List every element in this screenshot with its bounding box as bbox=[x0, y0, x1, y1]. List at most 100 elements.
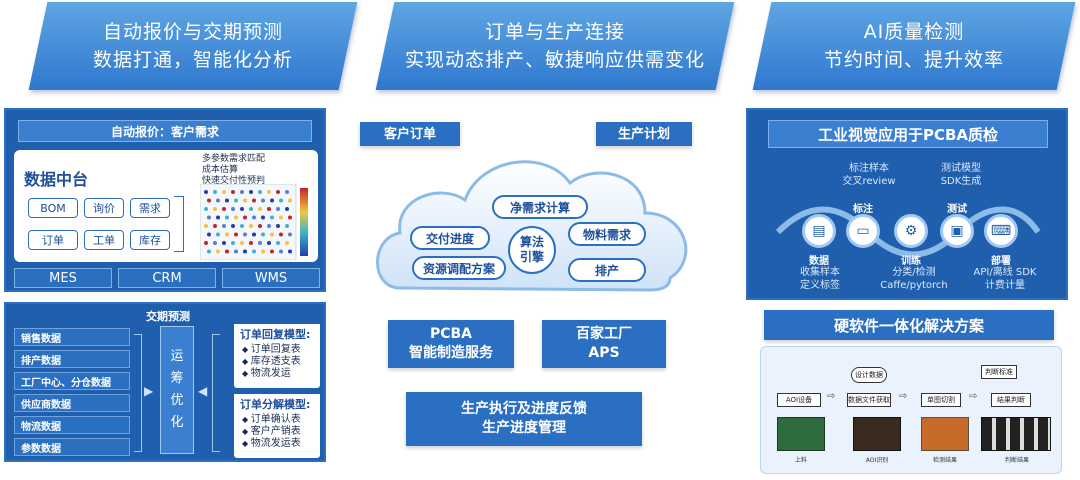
production-plan-label: 生产计划 bbox=[596, 122, 692, 146]
heatmap-dot bbox=[249, 224, 253, 228]
heatmap-dot bbox=[276, 241, 280, 245]
heatmap-dot bbox=[243, 232, 247, 237]
heatmap-dot bbox=[267, 241, 271, 245]
desc-line: Caffe/pytorch bbox=[880, 280, 948, 291]
desc-line: 计费计量 bbox=[985, 280, 1025, 291]
heatmap-dot bbox=[258, 224, 262, 228]
optimize-char: 化 bbox=[170, 415, 184, 430]
banner-order: 订单与生产连接 实现动态排产、敏捷响应供需变化 bbox=[375, 2, 735, 90]
heatmap-dot bbox=[285, 224, 289, 228]
cloud-item-net-demand: 净需求计算 bbox=[492, 195, 588, 219]
heatmap-dot bbox=[285, 190, 289, 194]
heatmap-dot bbox=[267, 224, 271, 228]
algorithm-engine: 算法 引擎 bbox=[508, 226, 556, 274]
desc-line: 标注样本 bbox=[849, 163, 889, 174]
data-item: 排产数据 bbox=[14, 350, 130, 368]
heatmap-dot bbox=[267, 207, 271, 211]
pcba-line: 智能制造服务 bbox=[409, 345, 493, 361]
optimize-char: 优 bbox=[170, 393, 184, 408]
optimize-char: 筹 bbox=[170, 371, 184, 386]
heatmap-dot bbox=[204, 241, 208, 245]
right-bracket bbox=[212, 334, 220, 452]
system-crm: CRM bbox=[118, 268, 216, 288]
file-icon: ▤ bbox=[802, 214, 836, 248]
data-item: 物流数据 bbox=[14, 416, 130, 434]
heatmap-dot bbox=[222, 241, 226, 245]
vision-title: 工业视觉应用于PCBA质检 bbox=[768, 120, 1048, 148]
exec-line: 生产执行及进度反馈 bbox=[461, 401, 587, 417]
arrow-right-icon: ⇨ bbox=[969, 391, 978, 402]
chip-order: 订单 bbox=[28, 230, 78, 250]
arrow-right-icon: ▶ bbox=[144, 384, 154, 398]
step-annotate: 标注 bbox=[853, 204, 873, 215]
heatmap-dot bbox=[240, 190, 244, 194]
step-desc-test: 测试模型 SDK生成 bbox=[926, 162, 996, 188]
banner-title: AI质量检测 bbox=[863, 21, 965, 43]
aps-line: APS bbox=[588, 345, 620, 361]
heatmap-dot bbox=[249, 207, 253, 211]
desc-line: 分类/检测 bbox=[892, 267, 936, 278]
cloud-item-material: 物料需求 bbox=[568, 222, 646, 246]
chip-inquiry: 询价 bbox=[84, 198, 124, 218]
heatmap-dot bbox=[249, 241, 253, 245]
heatmap-dot bbox=[231, 224, 235, 228]
heatmap-dot bbox=[258, 207, 262, 211]
model-item: 物流发运表 bbox=[242, 438, 320, 450]
pcb-image bbox=[981, 417, 1051, 451]
pcba-line: PCBA bbox=[429, 326, 473, 342]
heatmap-dot bbox=[225, 198, 229, 203]
heatmap-dot bbox=[252, 198, 256, 203]
reply-model-box: 订单回复模型: 订单回复表 库存透支表 物流发运 bbox=[234, 324, 320, 388]
platform-title: 数据中台 bbox=[24, 170, 89, 189]
flow-file: 数据文件获取 bbox=[847, 393, 891, 407]
banner-subtitle: 节约时间、提升效率 bbox=[823, 49, 1004, 71]
heatmap-dot bbox=[252, 232, 256, 237]
pcb-image bbox=[921, 417, 969, 451]
heatmap-dot bbox=[204, 207, 208, 211]
system-mes: MES bbox=[14, 268, 112, 288]
production-execution: 生产执行及进度反馈 生产进度管理 bbox=[406, 392, 642, 446]
heatmap-dot bbox=[240, 241, 244, 245]
pcb-label: AOI识别 bbox=[865, 457, 889, 464]
heatmap-dot bbox=[288, 249, 292, 254]
heatmap-dot bbox=[207, 249, 211, 254]
heatmap-dot bbox=[258, 190, 262, 194]
heatmap-dot bbox=[207, 215, 211, 220]
heatmap-dot bbox=[270, 232, 274, 237]
desc-line: 收集样本 bbox=[800, 267, 840, 278]
bracket bbox=[174, 196, 184, 252]
customer-order-label: 客户订单 bbox=[360, 122, 460, 146]
flow-cut: 单图切割 bbox=[921, 393, 961, 407]
laptop-icon: ⌨ bbox=[984, 214, 1018, 248]
chip-bom: BOM bbox=[28, 198, 78, 218]
bullet-list: 多参数需求匹配 成本估算 快速交付性预判 bbox=[202, 154, 265, 187]
banner-subtitle: 实现动态排产、敏捷响应供需变化 bbox=[404, 49, 705, 71]
optimize-char: 运 bbox=[170, 349, 184, 364]
banner-title: 自动报价与交期预测 bbox=[102, 21, 283, 43]
step-desc-annotate: 标注样本 交叉review bbox=[834, 162, 904, 188]
heatmap-dot bbox=[213, 241, 217, 245]
chip-workorder: 工单 bbox=[84, 230, 124, 250]
system-wms: WMS bbox=[222, 268, 320, 288]
pcba-service: PCBA 智能制造服务 bbox=[388, 320, 514, 368]
arrow-right-icon: ⇨ bbox=[827, 391, 836, 402]
quote-panel: 自动报价：客户需求 数据中台 BOM 询价 需求 订单 工单 库存 多参数需求匹… bbox=[4, 108, 326, 292]
arrow-right-icon: ⇨ bbox=[899, 391, 908, 402]
quote-title: 自动报价：客户需求 bbox=[18, 120, 312, 142]
pcb-image bbox=[777, 417, 825, 451]
flow-standard: 判断标准 bbox=[981, 365, 1017, 379]
pipeline-line bbox=[775, 206, 1041, 258]
heatmap-dot bbox=[279, 249, 283, 254]
heatmap-dot bbox=[261, 198, 265, 203]
heatmap-dot bbox=[240, 224, 244, 228]
heatmap-dot bbox=[204, 190, 208, 194]
step-train: 训练 bbox=[901, 256, 921, 267]
factory-aps: 百家工厂 APS bbox=[542, 320, 666, 368]
split-model-title: 订单分解模型: bbox=[234, 394, 320, 414]
desc-line: SDK生成 bbox=[940, 176, 982, 187]
heatmap-dot bbox=[288, 198, 292, 203]
data-item: 销售数据 bbox=[14, 328, 130, 346]
model-item: 订单确认表 bbox=[242, 414, 320, 426]
bullet-item: 成本估算 bbox=[202, 165, 239, 175]
heatmap-dot bbox=[225, 232, 229, 237]
